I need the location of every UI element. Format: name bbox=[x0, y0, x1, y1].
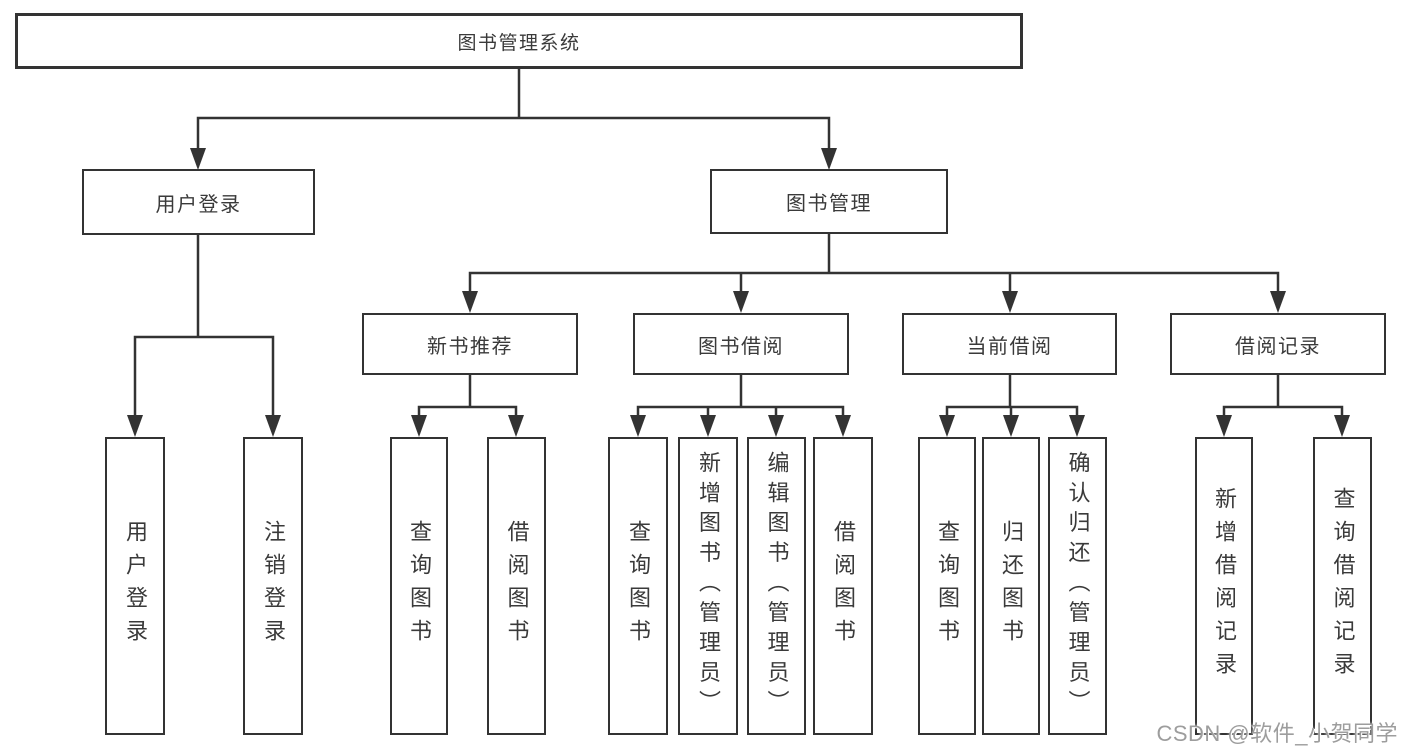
leaf-confirm-return-admin: 确认归还（管理员） bbox=[1048, 437, 1107, 735]
node-new-book-recommend: 新书推荐 bbox=[362, 313, 578, 375]
leaf-add-books-admin: 新增图书（管理员） bbox=[678, 437, 738, 735]
node-book-borrowing-label: 图书借阅 bbox=[698, 335, 784, 358]
leaf-user-login-label: 用户登录 bbox=[123, 520, 148, 652]
leaf-return-books-label: 归还图书 bbox=[999, 520, 1024, 652]
leaf-confirm-return-admin-label: 确认归还（管理员） bbox=[1065, 451, 1091, 721]
node-user-login-label: 用户登录 bbox=[155, 193, 242, 216]
node-new-book-recommend-label: 新书推荐 bbox=[427, 335, 513, 358]
node-borrowing-records-label: 借阅记录 bbox=[1235, 335, 1321, 358]
leaf-user-login: 用户登录 bbox=[105, 437, 165, 735]
leaf-add-borrow-record-label: 新增借阅记录 bbox=[1212, 487, 1237, 685]
watermark: CSDN @软件_小贺同学 bbox=[1156, 721, 1398, 746]
leaf-borrow-books-label: 借阅图书 bbox=[831, 520, 856, 652]
leaf-borrow-books-recommend-label: 借阅图书 bbox=[504, 520, 530, 652]
leaf-add-books-admin-label: 新增图书（管理员） bbox=[696, 451, 721, 721]
leaf-borrow-books: 借阅图书 bbox=[813, 437, 873, 735]
node-book-management-label: 图书管理 bbox=[786, 193, 872, 215]
leaf-query-books-current: 查询图书 bbox=[918, 437, 976, 735]
leaf-logout-label: 注销登录 bbox=[261, 520, 286, 652]
leaf-query-borrow-record: 查询借阅记录 bbox=[1313, 437, 1372, 735]
node-book-borrowing: 图书借阅 bbox=[633, 313, 849, 375]
node-user-login: 用户登录 bbox=[82, 169, 315, 235]
leaf-query-borrow-record-label: 查询借阅记录 bbox=[1330, 487, 1356, 685]
leaf-borrow-books-recommend: 借阅图书 bbox=[487, 437, 546, 735]
node-root: 图书管理系统 bbox=[15, 13, 1023, 69]
leaf-add-borrow-record: 新增借阅记录 bbox=[1195, 437, 1253, 735]
leaf-query-books-borrowing: 查询图书 bbox=[608, 437, 668, 735]
leaf-query-books-current-label: 查询图书 bbox=[935, 520, 960, 652]
leaf-logout: 注销登录 bbox=[243, 437, 303, 735]
leaf-query-books-borrowing-label: 查询图书 bbox=[626, 520, 651, 652]
leaf-return-books: 归还图书 bbox=[982, 437, 1040, 735]
node-current-borrowing: 当前借阅 bbox=[902, 313, 1117, 375]
node-borrowing-records: 借阅记录 bbox=[1170, 313, 1386, 375]
node-root-label: 图书管理系统 bbox=[457, 32, 581, 54]
leaf-edit-books-admin: 编辑图书（管理员） bbox=[747, 437, 806, 735]
leaf-query-books-recommend: 查询图书 bbox=[390, 437, 448, 735]
leaf-query-books-recommend-label: 查询图书 bbox=[407, 520, 432, 652]
leaf-edit-books-admin-label: 编辑图书（管理员） bbox=[764, 451, 790, 721]
node-book-management: 图书管理 bbox=[710, 169, 948, 234]
node-current-borrowing-label: 当前借阅 bbox=[966, 335, 1053, 358]
